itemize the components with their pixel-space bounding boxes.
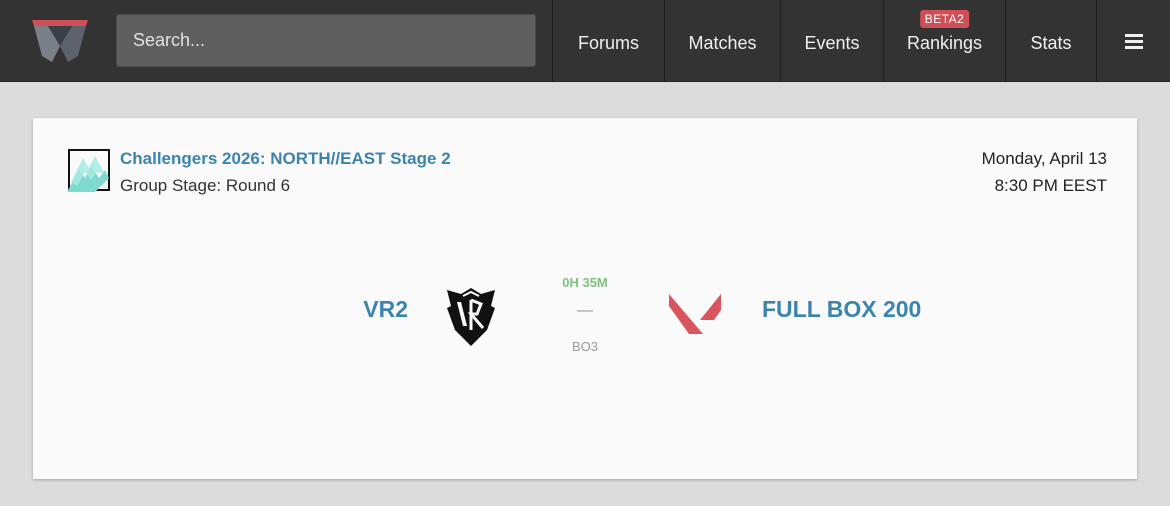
event-series: Group Stage: Round 6 <box>120 176 291 195</box>
match-format: BO3 <box>571 339 598 354</box>
team2-name-link[interactable]: FULL BOX 200 <box>762 296 922 322</box>
nav-forums[interactable]: Forums <box>552 0 664 82</box>
menu-button[interactable] <box>1096 0 1170 82</box>
vlr-logo-icon[interactable] <box>30 16 90 66</box>
nav-label: Matches <box>688 32 757 53</box>
event-name-link[interactable]: Challengers 2026: NORTH//EAST Stage 2 <box>120 149 451 168</box>
challengers-event-icon[interactable] <box>65 148 111 194</box>
team1-name-link[interactable]: VR2 <box>363 296 408 322</box>
nav-label: Events <box>804 32 860 53</box>
match-countdown: 0H 35M <box>562 275 608 290</box>
beta-badge: BETA2 <box>919 10 970 28</box>
nav-label: Stats <box>1030 32 1072 53</box>
search-input[interactable] <box>116 14 536 67</box>
match-card: Challengers 2026: NORTH//EAST Stage 2 Gr… <box>33 118 1137 479</box>
nav-stats[interactable]: Stats <box>1005 0 1096 82</box>
valorant-logo-icon[interactable] <box>667 290 723 338</box>
match-date: Monday, April 13 <box>981 149 1107 168</box>
top-header: Forums Matches Events BETA2 Rankings Sta… <box>0 0 1170 82</box>
nav-matches[interactable]: Matches <box>664 0 780 82</box>
nav-label: Rankings <box>906 32 983 53</box>
nav-events[interactable]: Events <box>780 0 883 82</box>
match-time: 8:30 PM EEST <box>994 176 1107 195</box>
nav-label: Forums <box>577 32 639 53</box>
nav-rankings[interactable]: BETA2 Rankings <box>883 0 1005 82</box>
score-separator: — <box>577 302 593 319</box>
hamburger-menu-icon <box>1124 33 1143 53</box>
vr2-logo-icon[interactable] <box>443 286 499 348</box>
